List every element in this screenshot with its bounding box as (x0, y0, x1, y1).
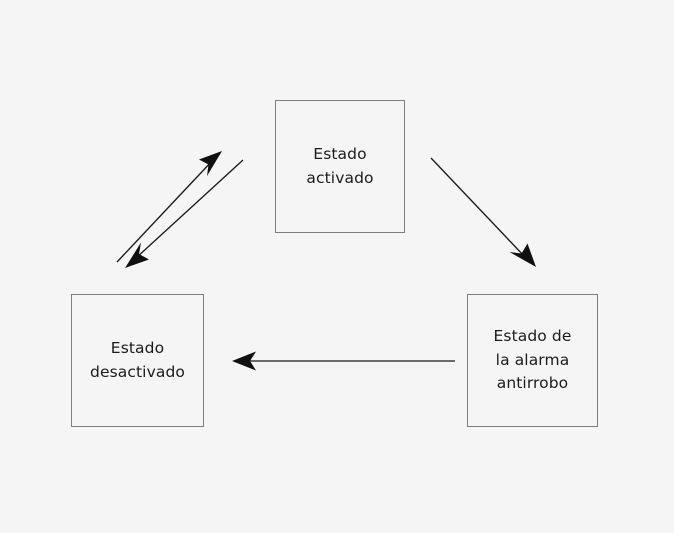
state-box-desactivado[interactable]: Estado desactivado (71, 294, 204, 427)
transition-activado-to-desactivado (125, 159, 244, 268)
state-label-activado: Estado activado (306, 144, 374, 187)
transition-activado-to-alarma (430, 157, 536, 267)
transition-alarma-to-desactivado (232, 351, 455, 371)
state-label-alarma: Estado de la alarma antirrobo (493, 327, 572, 393)
state-box-alarma[interactable]: Estado de la alarma antirrobo (467, 294, 598, 427)
state-label-desactivado: Estado desactivado (90, 338, 185, 381)
state-box-activado[interactable]: Estado activado (275, 100, 405, 233)
transition-desactivado-to-activado (116, 151, 222, 263)
